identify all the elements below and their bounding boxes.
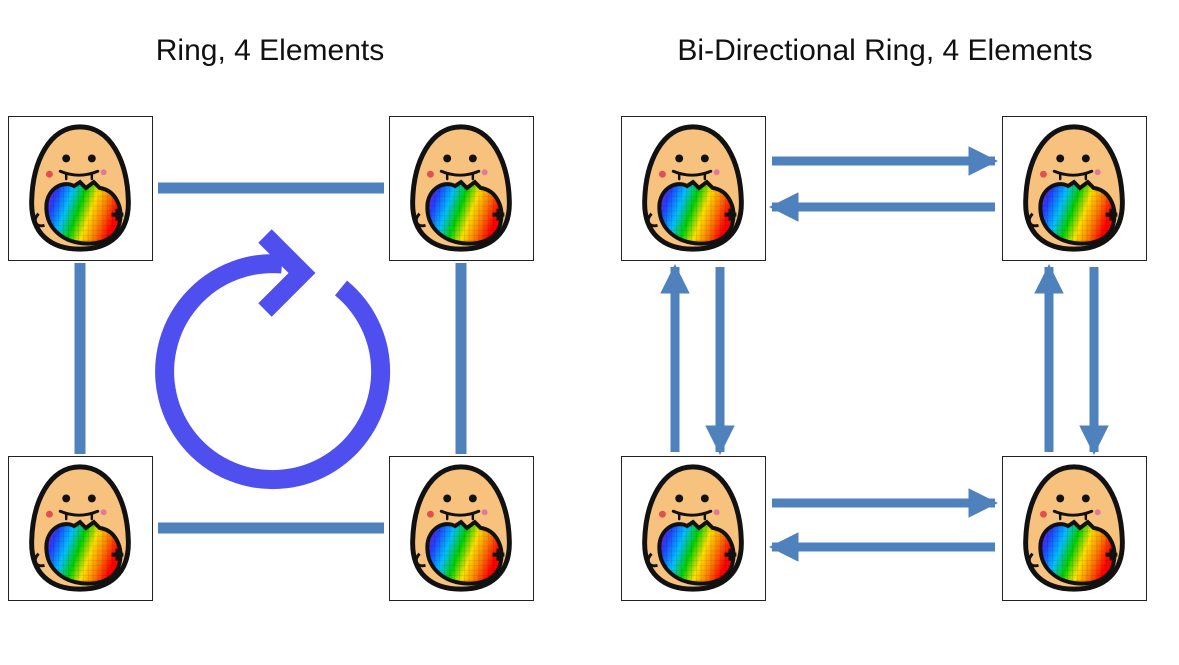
potato-with-rainbow-egg-icon <box>1003 117 1146 260</box>
potato-with-rainbow-egg-icon <box>390 117 533 260</box>
potato-with-rainbow-egg-icon <box>1003 457 1146 600</box>
bidir-node-top-right <box>1002 116 1147 261</box>
potato-with-rainbow-egg-icon <box>622 117 765 260</box>
diagram-title-ring: Ring, 4 Elements <box>155 34 385 67</box>
potato-with-rainbow-egg-icon <box>9 117 152 260</box>
potato-with-rainbow-egg-icon <box>9 457 152 600</box>
diagram-title-bidirectional-ring: Bi-Directional Ring, 4 Elements <box>677 34 1093 67</box>
ring-node-top-right <box>389 116 534 261</box>
potato-with-rainbow-egg-icon <box>622 457 765 600</box>
ring-node-bottom-left <box>8 456 153 601</box>
potato-with-rainbow-egg-icon <box>390 457 533 600</box>
bidir-node-top-left <box>621 116 766 261</box>
rotate-clockwise-icon <box>155 229 391 490</box>
bidir-node-bottom-left <box>621 456 766 601</box>
ring-node-top-left <box>8 116 153 261</box>
bidir-node-bottom-right <box>1002 456 1147 601</box>
ring-node-bottom-right <box>389 456 534 601</box>
